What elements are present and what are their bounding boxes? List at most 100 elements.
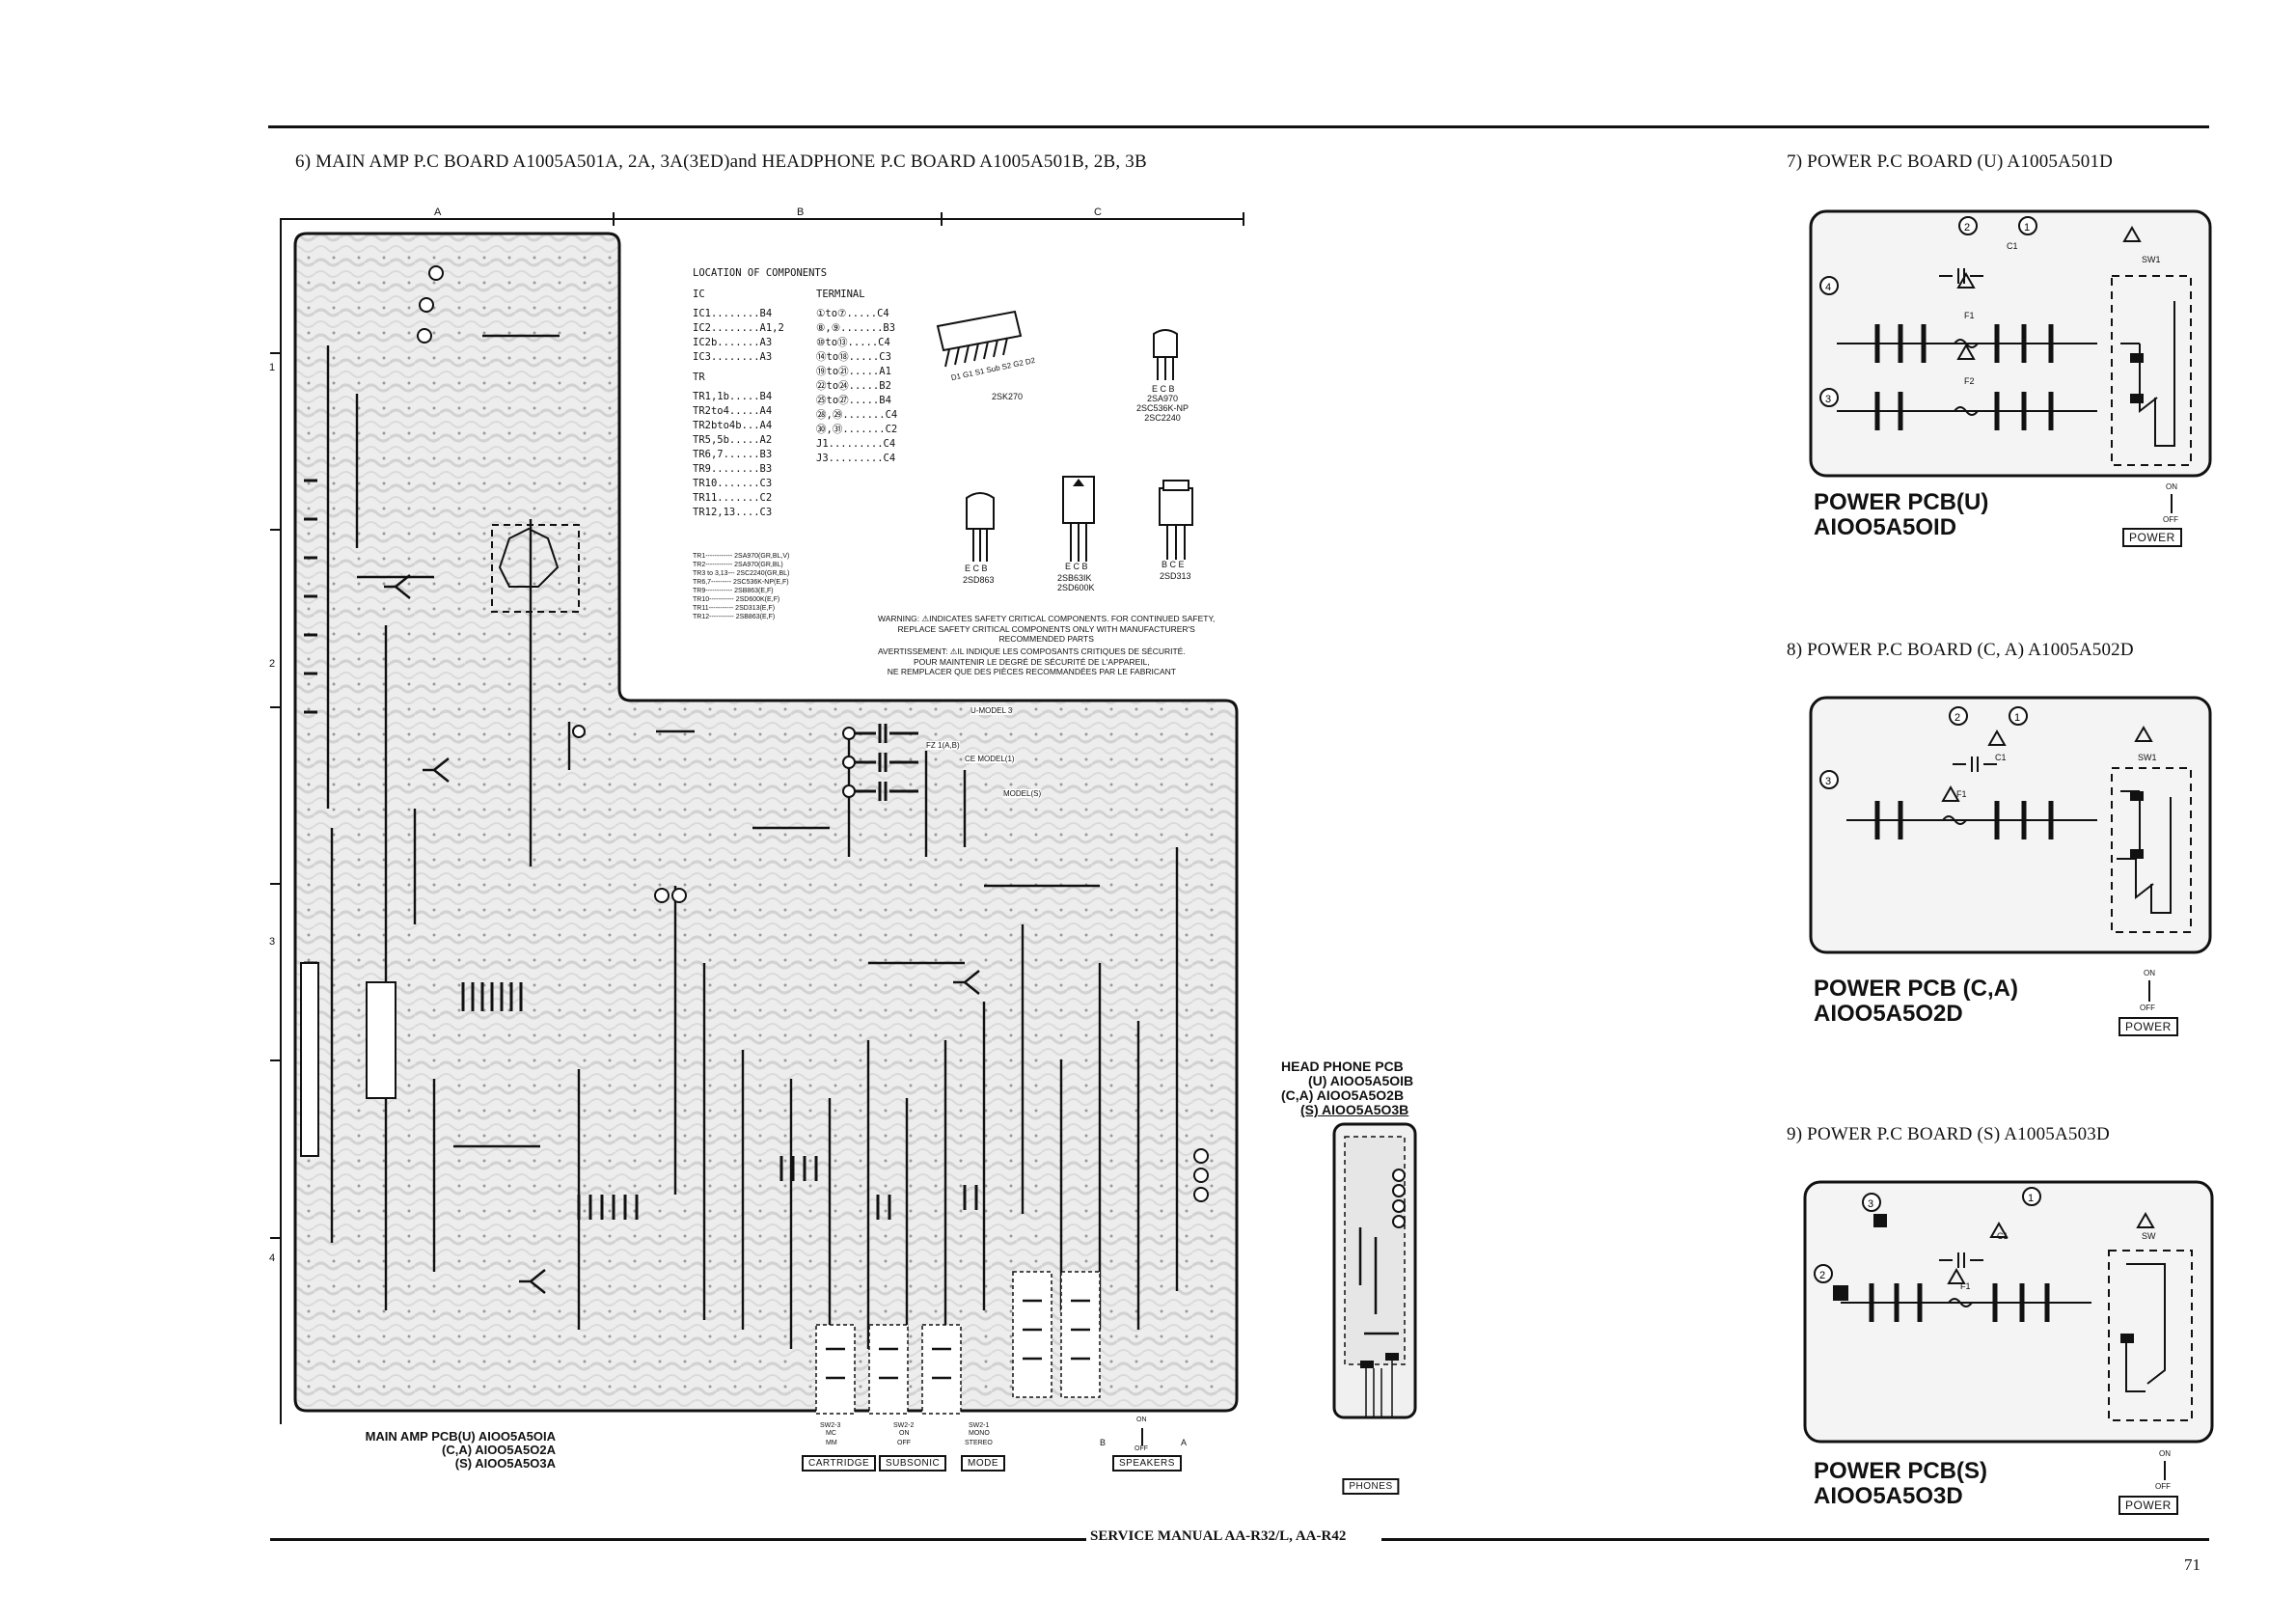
power-u-part-f2: F2 [1964,376,1975,386]
ic-row: IC2b.......A3 [693,337,773,348]
subsonic-switch-box[interactable]: SUBSONIC [879,1455,947,1472]
terminal-row: J1.........C4 [816,438,896,450]
2sb863-part-name: 2SB63IK [1057,573,1092,583]
transistor-type-row: TR12----------- 2SB863(E,F) [693,614,776,620]
terminal-header: TERMINAL [816,289,865,300]
power-ca-switch-lever [2148,980,2150,1002]
page-number: 71 [2184,1555,2200,1574]
tr-row: TR12,13....C3 [693,507,773,518]
switch-mode-sub2: STEREO [965,1440,993,1446]
grid-row-1: 1 [269,362,276,373]
to92-part-name: 2SC536K-NP [1136,403,1189,413]
power-u-pcb-label: POWER PCB(U) AIOO5A5OID [1814,490,1988,540]
power-s-switch-box[interactable]: POWER [2118,1496,2178,1515]
terminal-row: ⑧,⑨.......B3 [816,322,896,334]
power-pcb-ca-diagram: 2 1 3 [1809,696,2212,954]
svg-text:4: 4 [1825,282,1831,293]
model-note: FZ 1(A,B) [926,741,960,750]
cartridge-switch-box[interactable]: CARTRIDGE [802,1455,877,1472]
power-u-switch-box[interactable]: POWER [2122,528,2182,547]
safety-warning-english: WARNING: ⚠INDICATES SAFETY CRITICAL COMP… [878,614,1215,645]
power-ca-part-c1: C1 [1995,753,2007,762]
headphone-label-line: (C,A) AIOO5A5O2B [1281,1087,1405,1103]
grid-col-b: B [797,206,805,218]
grid-row-4: 4 [269,1252,276,1264]
terminal-row: ㉚,㉛.......C2 [816,424,898,435]
power-s-switch-lever [2164,1461,2166,1480]
power-u-switch-on: ON [2166,482,2177,491]
service-manual-footer: SERVICE MANUAL AA-R32/L, AA-R42 [1090,1528,1347,1544]
power-s-switch-on: ON [2159,1449,2171,1458]
footer-rule-right [1381,1538,2209,1541]
power-s-switch-off: OFF [2155,1482,2171,1491]
tr-row: TR9........B3 [693,463,773,475]
mode-switch-box[interactable]: MODE [961,1455,1005,1472]
power-ca-title: 8) POWER P.C BOARD (C, A) A1005A502D [1787,640,2134,660]
terminal-row: ㉒to㉔.....B2 [816,380,891,392]
svg-text:2: 2 [1819,1270,1825,1281]
tr-row: TR2bto4b...A4 [693,420,773,431]
transistor-type-row: TR9------------ 2SB863(E,F) [693,588,774,594]
ic-row: IC3........A3 [693,351,773,363]
main-board-title: 6) MAIN AMP P.C BOARD A1005A501A, 2A, 3A… [295,151,1147,172]
main-amp-pcb-label: MAIN AMP PCB(U) AIOO5A5OIA (C,A) AIOO5A5… [314,1430,556,1471]
svg-text:3: 3 [1825,394,1831,405]
transistor-type-row: TR2------------ 2SA970(GR,BL) [693,562,783,568]
2sd313-pin-labels: B C E [1162,560,1185,569]
power-u-label-line2: AIOO5A5OID [1814,514,1957,540]
power-pcb-u-diagram: 2 1 4 3 [1809,209,2212,478]
power-s-part-c1: C1 [1997,1231,2009,1241]
svg-text:2: 2 [1954,712,1960,724]
headphone-label-line: (S) AIOO5A5O3B [1300,1102,1409,1117]
phones-jack-box[interactable]: PHONES [1342,1478,1400,1495]
switch-subsonic-top: SW2-2 [893,1422,915,1429]
2sd863-pin-labels: E C B [965,564,988,573]
safety-warning-french: AVERTISSEMENT: ⚠IL INDIQUE LES COMPOSANT… [878,646,1186,677]
terminal-row: ㉕to㉗.....B4 [816,395,891,406]
transistor-type-row: TR1------------ 2SA970(GR,BL,V) [693,553,790,560]
2sd863-part-name: 2SD863 [963,575,995,585]
model-note: U-MODEL 3 [970,706,1013,715]
main-pcb-label-line: MAIN AMP PCB(U) AIOO5A5OIA [365,1429,556,1444]
terminal-row: ①to⑦.....C4 [816,308,889,319]
terminal-row: ⑩to⑬.....C4 [816,337,890,348]
switch-cartridge-sub: MC [826,1430,836,1437]
switch-mode-sub: MONO [969,1430,990,1437]
grid-col-c: C [1094,206,1102,218]
fet-part-name: 2SK270 [992,392,1024,401]
speakers-switch-box[interactable]: SPEAKERS [1112,1455,1182,1472]
fet-package-icon [936,310,1023,368]
headphone-label-line: HEAD PHONE PCB [1281,1059,1404,1074]
power-ca-switch-off: OFF [2140,1004,2155,1012]
speakers-b-label: B [1100,1438,1107,1447]
power-ca-part-sw1: SW1 [2138,753,2157,762]
power-s-label-line1: POWER PCB(S) [1814,1458,1987,1484]
power-u-part-c1: C1 [2007,241,2018,251]
tr-header: TR [693,371,705,383]
power-ca-switch-box[interactable]: POWER [2118,1017,2178,1036]
svg-text:3: 3 [1825,776,1831,787]
svg-text:1: 1 [2014,712,2020,724]
warning-line: POUR MAINTENIR LE DEGRÉ DE SÉCURITÉ DE L… [914,656,1150,667]
svg-text:1: 1 [2024,222,2030,234]
tr-row: TR1,1b.....B4 [693,391,773,402]
2sd313-part-name: 2SD313 [1160,571,1191,581]
terminal-row: J3.........C4 [816,453,896,464]
tr-row: TR6,7......B3 [693,449,773,460]
transistor-type-list: TR1------------ 2SA970(GR,BL,V) TR2-----… [693,552,789,621]
ic-row: IC1........B4 [693,308,773,319]
power-ca-label-line2: AIOO5A5O2D [1814,1001,1963,1027]
warning-line: NE REMPLACER QUE DES PIÈCES RECOMMANDÉES… [887,667,1176,676]
tr-row: TR5,5b.....A2 [693,434,773,446]
power-u-title: 7) POWER P.C BOARD (U) A1005A501D [1787,151,2114,172]
tr-location-list: TR1,1b.....B4 TR2to4.....A4 TR2bto4b...A… [693,390,772,520]
power-s-label-line2: AIOO5A5O3D [1814,1483,1963,1509]
speakers-lever [1141,1428,1143,1445]
power-u-part-sw1: SW1 [2142,255,2161,264]
grid-col-a: A [434,206,442,218]
ic-location-list: IC1........B4 IC2........A1,2 IC2b......… [693,307,784,365]
headphone-pcb-diagram [1332,1122,1417,1419]
power-s-part-sw: SW [2142,1231,2156,1241]
tr-row: TR11.......C2 [693,492,773,504]
top-rule [268,125,2209,128]
